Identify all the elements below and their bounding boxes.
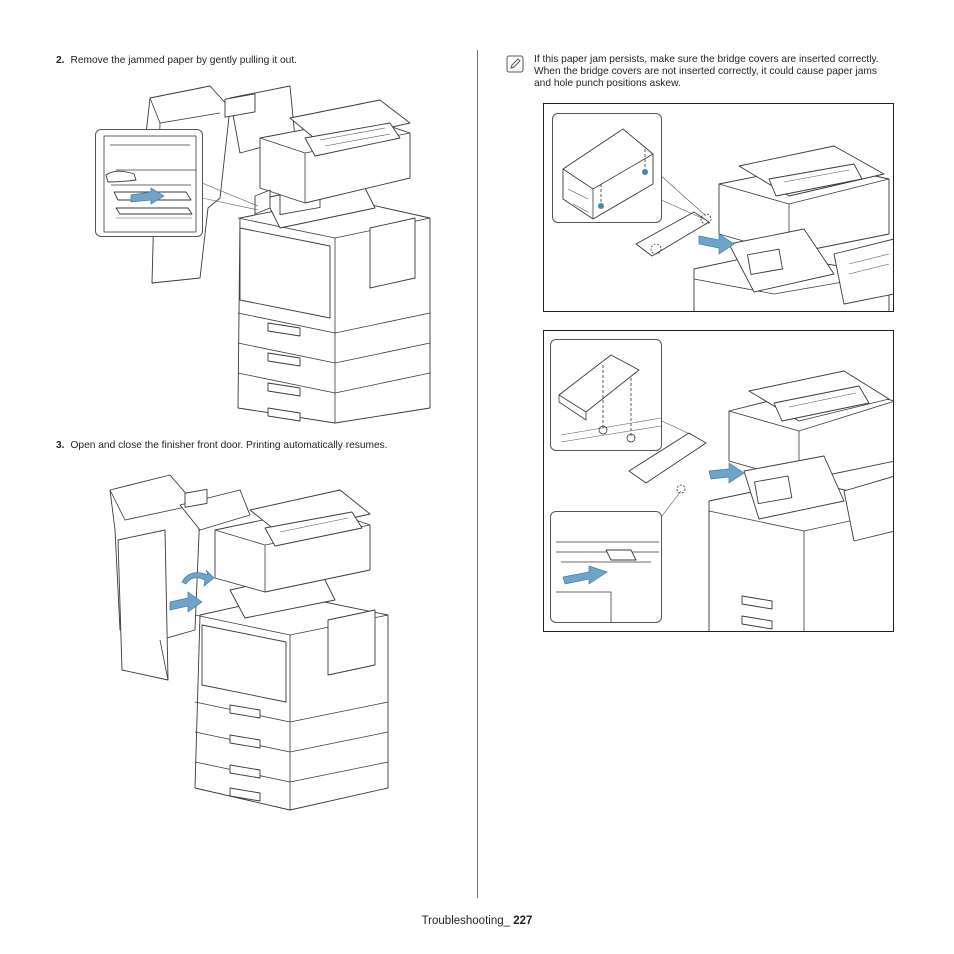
footer-section: Troubleshooting_: [421, 915, 511, 927]
step-2: 2. Remove the jammed paper by gently pull…: [56, 54, 297, 67]
column-divider: [477, 50, 478, 898]
step-3-text: Open and close the finisher front door. …: [70, 440, 388, 451]
page-number: 227: [513, 915, 533, 927]
page-footer: Troubleshooting_ 227: [0, 915, 954, 927]
step-2-text: Remove the jammed paper by gently pullin…: [70, 55, 298, 66]
step-2-number: 2.: [56, 55, 65, 66]
bridge-cover-inset-3: [550, 511, 662, 623]
bridge-cover-note: If this paper jam persists, make sure th…: [534, 54, 879, 90]
bridge-cover-inset-1: [552, 113, 662, 223]
step-3-illustration: [90, 470, 410, 815]
step-2-illustration: [90, 78, 450, 433]
bridge-cover-inset-2: [550, 339, 662, 451]
bridge-cover-figure-2: [543, 330, 894, 632]
jam-closeup-inset: [95, 129, 203, 237]
note-pencil-icon: [506, 55, 524, 73]
bridge-cover-figure-1: [543, 103, 894, 312]
step-3: 3. Open and close the finisher front door…: [56, 439, 388, 452]
step-3-number: 3.: [56, 440, 65, 451]
